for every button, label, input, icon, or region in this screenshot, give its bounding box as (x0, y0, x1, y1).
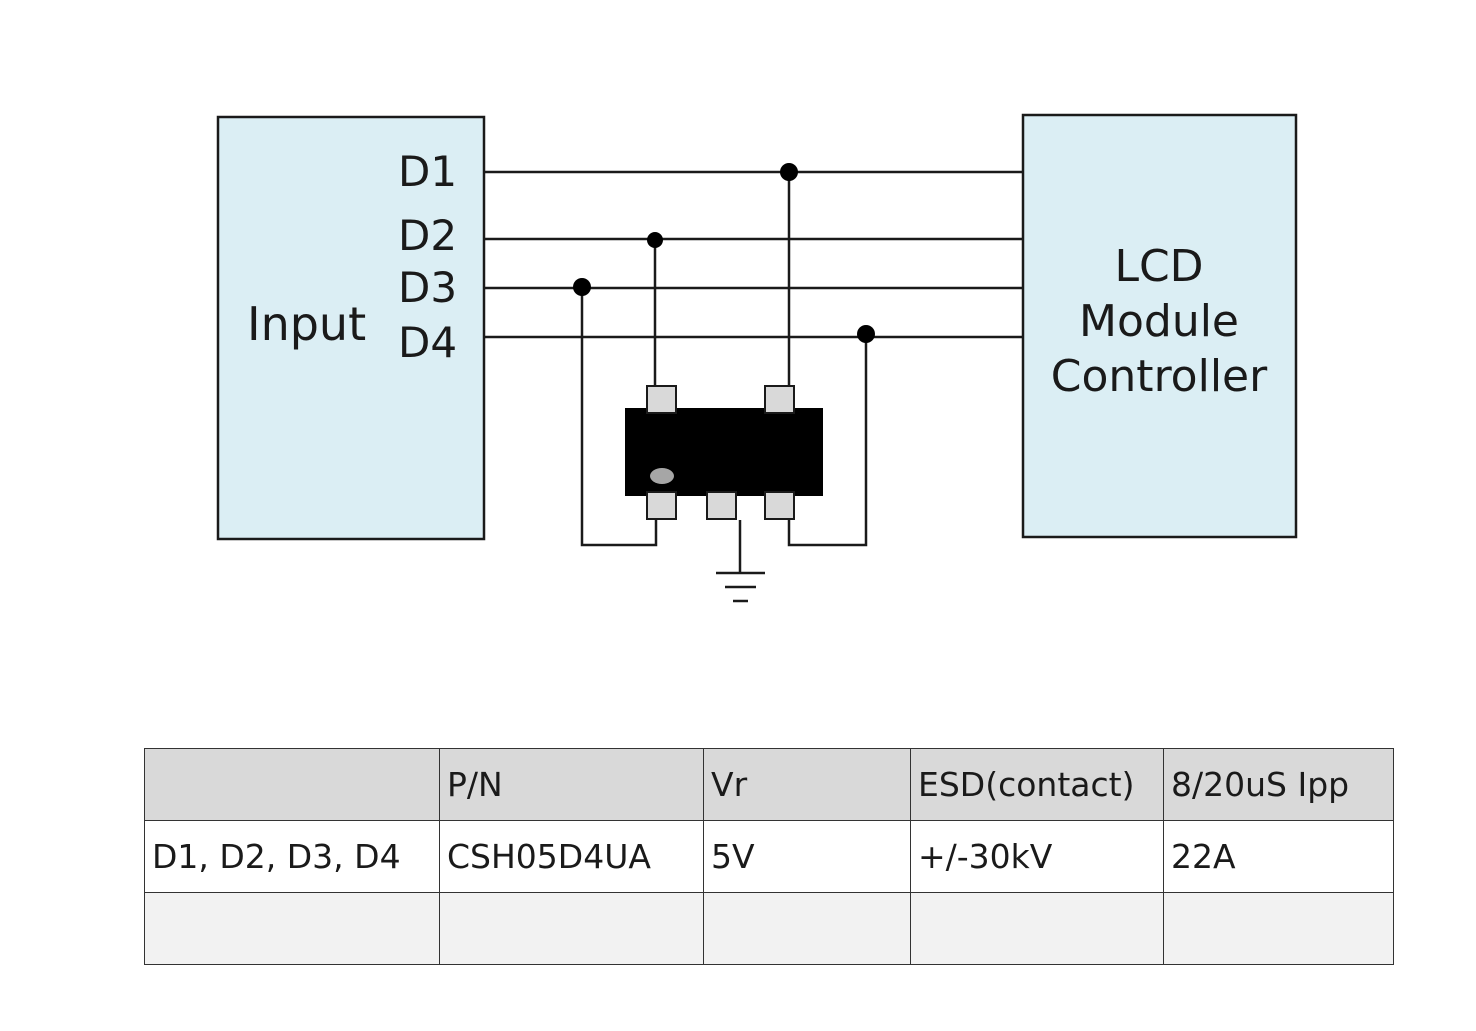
signal-label-d3: D3 (398, 263, 457, 312)
device-pad-bottom-left (646, 491, 677, 520)
table-cell (144, 892, 440, 965)
header-cell (144, 748, 440, 821)
header-cell: ESD(contact) (910, 748, 1164, 821)
header-cell: Vr (703, 748, 911, 821)
device-pad-bottom-right (764, 491, 795, 520)
spec-table: P/N Vr ESD(contact) 8/20uS Ipp D1, D2, D… (144, 748, 1394, 965)
input-block (216, 115, 486, 541)
table-cell (703, 892, 911, 965)
device-pad-top-right (764, 385, 795, 414)
device-pad-top-left (646, 385, 677, 414)
lcd-controller-block (1021, 113, 1298, 539)
header-cell: P/N (439, 748, 704, 821)
table-cell: 22A (1163, 820, 1394, 893)
table-cell: 5V (703, 820, 911, 893)
table-cell (1163, 892, 1394, 965)
junction-dot-d1 (780, 163, 798, 181)
signal-label-d2: D2 (398, 211, 457, 260)
junction-dot-d4 (857, 325, 875, 343)
header-cell: 8/20uS Ipp (1163, 748, 1394, 821)
table-row (144, 892, 1394, 965)
table-row: D1, D2, D3, D4 CSH05D4UA 5V +/-30kV 22A (144, 820, 1394, 893)
junction-dot-d3 (573, 278, 591, 296)
lcd-block-label-line1: LCD (1114, 241, 1203, 292)
table-header-row: P/N Vr ESD(contact) 8/20uS Ipp (144, 748, 1394, 821)
pin1-marker (650, 468, 674, 484)
table-cell (439, 892, 704, 965)
signal-label-d1: D1 (398, 147, 457, 196)
table-cell (910, 892, 1164, 965)
device-pad-bottom-middle (706, 491, 737, 520)
table-cell: +/-30kV (910, 820, 1164, 893)
tap-wire-d4 (787, 335, 868, 547)
input-block-label: Input (247, 297, 366, 351)
table-cell: CSH05D4UA (439, 820, 704, 893)
junction-dot-d2 (647, 232, 663, 248)
tap-wire-d3 (580, 288, 658, 547)
table-cell: D1, D2, D3, D4 (144, 820, 440, 893)
esd-protection-schematic: Input D1 D2 D3 D4 LCD Module Controller (216, 113, 1298, 603)
lcd-block-label-line3: Controller (1051, 351, 1268, 402)
lcd-block-label-line2: Module (1079, 296, 1239, 347)
tvs-device-body (625, 408, 823, 496)
signal-label-d4: D4 (398, 318, 457, 367)
